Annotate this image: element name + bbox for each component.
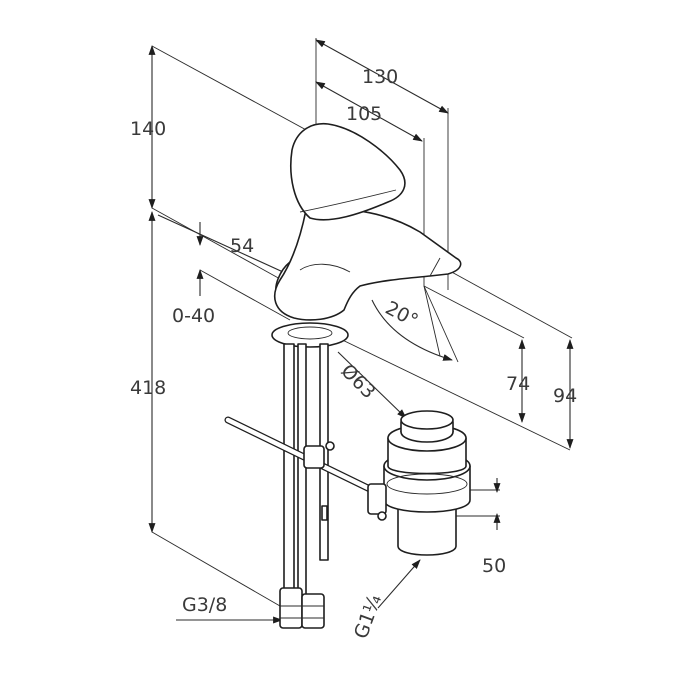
dimension-lines (148, 38, 574, 624)
drain-side-port (367, 483, 387, 515)
flange-inner (287, 326, 333, 340)
waste-valve (367, 410, 471, 556)
g114-leader (377, 559, 421, 609)
label-63: Ø63 (336, 360, 379, 403)
ext-line (423, 285, 441, 357)
label-g38: G3/8 (182, 594, 227, 616)
drain-cap-top (400, 410, 454, 430)
label-140: 140 (130, 118, 166, 140)
supply-hose-left (283, 343, 295, 601)
spout-edge (429, 257, 441, 277)
supply-hose-middle (297, 343, 307, 601)
ext-line (423, 285, 459, 363)
ext-line (151, 531, 281, 607)
label-g114: G1¼ (350, 592, 386, 642)
drain-screw (377, 511, 387, 521)
label-0-40: 0-40 (172, 305, 215, 327)
label-94: 94 (553, 385, 577, 407)
rod-screw (325, 441, 335, 451)
faucet-body (273, 123, 462, 321)
ext-line (423, 285, 525, 339)
ext-line (199, 269, 291, 321)
popup-rod-inner (225, 417, 379, 495)
label-105: 105 (346, 103, 382, 125)
label-130: 130 (362, 66, 398, 88)
ext-line (329, 333, 571, 451)
mounting-flange (271, 322, 349, 348)
hose-nut-left (279, 587, 303, 629)
label-50: 50 (482, 555, 506, 577)
body-contour (299, 263, 351, 273)
ext-line (151, 45, 311, 133)
rod-clip (321, 505, 328, 521)
label-54: 54 (230, 235, 254, 257)
label-20deg: 20° (382, 297, 422, 332)
handle-contour (299, 189, 397, 213)
popup-rod-assembly (224, 416, 380, 496)
dim-20deg-arc (371, 299, 453, 361)
hose-nut-right (301, 593, 325, 629)
label-74: 74 (506, 373, 530, 395)
faucet-spout (273, 208, 462, 321)
ext-line (447, 269, 573, 339)
rod-connector (303, 445, 325, 469)
label-418: 418 (130, 377, 166, 399)
dim-63-line (337, 351, 407, 419)
dim-105-line (315, 81, 423, 142)
dim-130-line (315, 39, 449, 114)
drain-body-lower (397, 499, 457, 556)
ext-line (151, 207, 301, 291)
faucet-handle (290, 123, 406, 221)
